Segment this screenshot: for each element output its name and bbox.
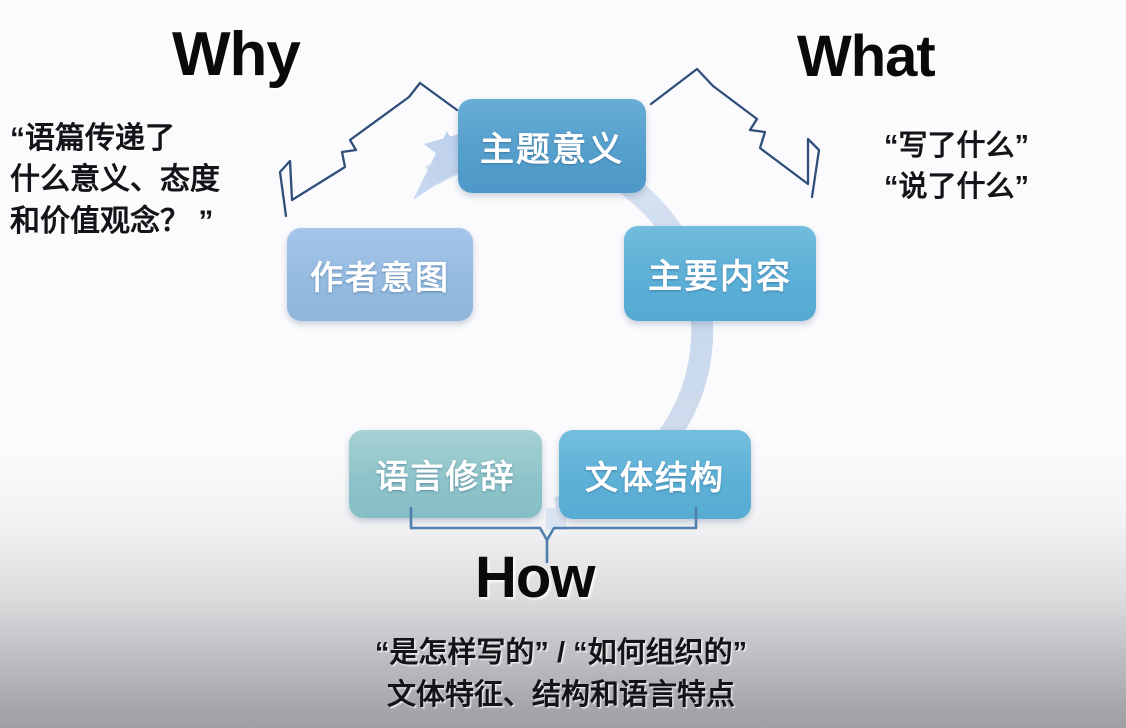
node-text-structure[interactable]: 文体结构: [559, 430, 751, 519]
annotation-how-line-1: “是怎样写的” / “如何组织的”: [374, 637, 748, 669]
annotation-what-line-1: “写了什么”: [884, 130, 1030, 162]
node-author-intent[interactable]: 作者意图: [287, 228, 473, 321]
heading-what: What: [797, 24, 936, 89]
heading-why: Why: [172, 20, 301, 89]
node-structure-label: 文体结构: [585, 458, 725, 496]
brace-what: [649, 67, 821, 199]
annotation-why: “语篇传递了 什么意义、态度 和价值观念？ ”: [10, 118, 220, 242]
node-main-content[interactable]: 主要内容: [624, 226, 816, 321]
node-content-label: 主要内容: [648, 258, 792, 296]
annotation-what: “写了什么” “说了什么”: [884, 126, 1029, 208]
annotation-why-line-3: 和价值观念？ ”: [10, 204, 214, 238]
annotation-how-line-2: 文体特征、结构和语言特点: [386, 679, 735, 712]
node-language-rhetoric[interactable]: 语言修辞: [349, 430, 542, 518]
node-intent-label: 作者意图: [310, 258, 450, 296]
node-theme-meaning[interactable]: 主题意义: [458, 99, 646, 193]
node-rhetoric-label: 语言修辞: [375, 458, 516, 495]
annotation-why-line-1: “语篇传递了: [10, 122, 175, 155]
brace-why: [278, 81, 459, 218]
heading-how: How: [475, 545, 595, 610]
annotation-how: “是怎样写的” / “如何组织的” 文体特征、结构和语言特点: [281, 632, 841, 716]
annotation-what-line-2: “说了什么”: [884, 171, 1030, 204]
annotation-why-line-2: 什么意义、态度: [10, 163, 220, 197]
node-theme-label: 主题意义: [480, 130, 624, 169]
